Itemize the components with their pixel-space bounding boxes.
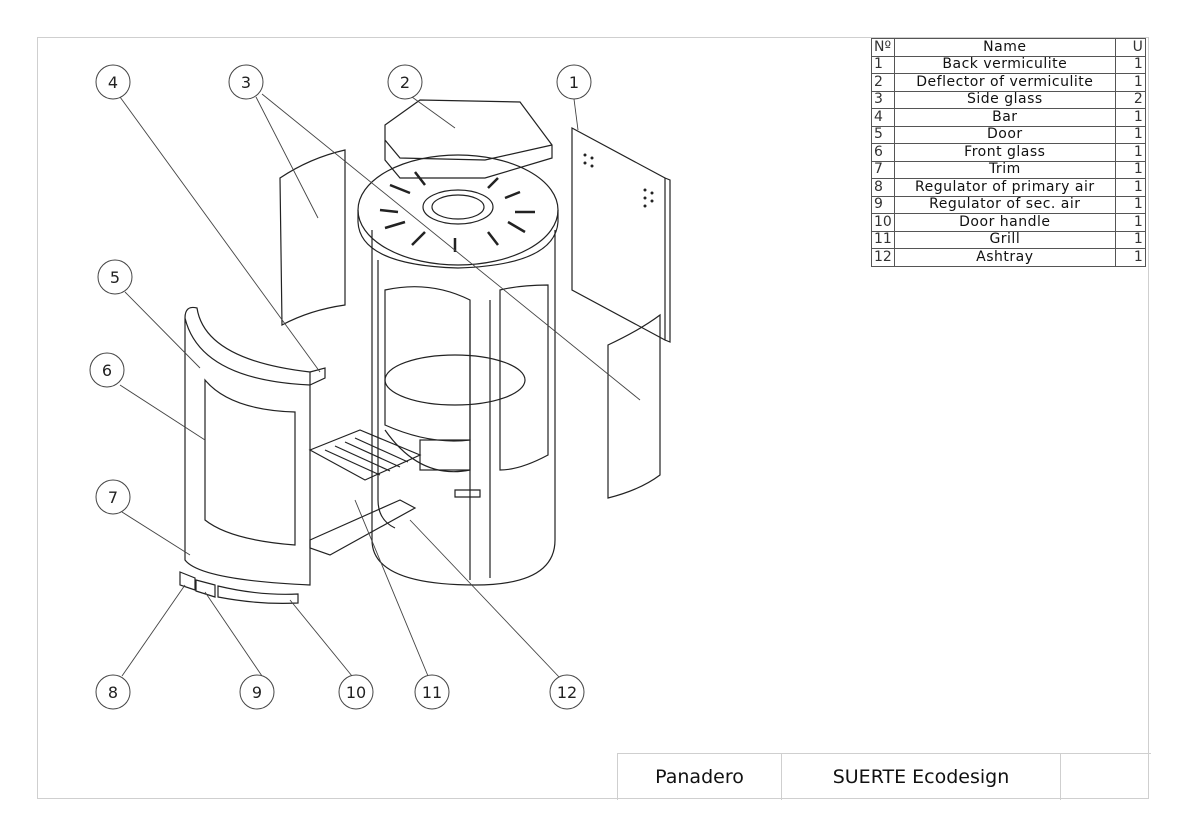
side-glass-left <box>279 149 346 326</box>
item-number: 1 <box>871 55 895 74</box>
item-units: 1 <box>1114 55 1146 74</box>
item-units: 1 <box>1114 108 1146 127</box>
item-number: 5 <box>871 125 895 144</box>
grill-ashtray <box>308 429 422 556</box>
title-block: Panadero SUERTE Ecodesign <box>617 753 1151 800</box>
svg-text:1: 1 <box>569 73 579 92</box>
item-name: Front glass <box>893 143 1116 162</box>
item-name: Door handle <box>893 213 1116 232</box>
drawing-sheet <box>37 37 1149 799</box>
svg-text:4: 4 <box>108 73 118 92</box>
balloon-9: 9 <box>239 674 275 710</box>
svg-text:3: 3 <box>241 73 251 92</box>
item-number: 7 <box>871 160 895 179</box>
item-number: 2 <box>871 73 895 92</box>
balloon-7: 7 <box>95 479 131 515</box>
side-glass-right <box>607 313 661 499</box>
balloon-2: 2 <box>387 64 423 100</box>
balloon-1: 1 <box>556 64 592 100</box>
svg-text:6: 6 <box>102 361 112 380</box>
item-number: 8 <box>871 178 895 197</box>
svg-text:7: 7 <box>108 488 118 507</box>
item-name: Regulator of sec. air <box>893 195 1116 214</box>
header-name: Name <box>893 38 1116 57</box>
header-units: U <box>1114 38 1146 57</box>
deflector-part <box>384 99 553 179</box>
balloon-12: 12 <box>549 674 585 710</box>
item-number: 9 <box>871 195 895 214</box>
stove-body <box>371 230 556 586</box>
item-name: Back vermiculite <box>893 55 1116 74</box>
item-name: Regulator of primary air <box>893 178 1116 197</box>
item-units: 1 <box>1114 125 1146 144</box>
item-number: 10 <box>871 213 895 232</box>
item-name: Trim <box>893 160 1116 179</box>
item-name: Deflector of vermiculite <box>893 73 1116 92</box>
back-vermiculite-part <box>571 126 671 343</box>
svg-text:11: 11 <box>422 683 442 702</box>
item-units: 1 <box>1114 143 1146 162</box>
item-number: 3 <box>871 90 895 109</box>
item-name: Door <box>893 125 1116 144</box>
svg-text:10: 10 <box>346 683 366 702</box>
balloon-5: 5 <box>97 259 133 295</box>
item-name: Side glass <box>893 90 1116 109</box>
item-units: 1 <box>1114 178 1146 197</box>
item-balloons: 1 2 3 4 5 6 7 8 9 10 11 12 <box>89 64 592 710</box>
item-name: Ashtray <box>893 248 1116 267</box>
balloon-6: 6 <box>89 352 125 388</box>
item-units: 2 <box>1114 90 1146 109</box>
title-extra-cell <box>1060 754 1151 800</box>
item-units: 1 <box>1114 73 1146 92</box>
svg-text:2: 2 <box>400 73 410 92</box>
item-name: Grill <box>893 230 1116 249</box>
balloon-3: 3 <box>228 64 264 100</box>
item-units: 1 <box>1114 160 1146 179</box>
item-units: 1 <box>1114 248 1146 267</box>
balloon-11: 11 <box>414 674 450 710</box>
balloon-10: 10 <box>338 674 374 710</box>
item-number: 11 <box>871 230 895 249</box>
svg-text:9: 9 <box>252 683 262 702</box>
balloon-8: 8 <box>95 674 131 710</box>
handle-regulators <box>179 571 299 604</box>
title-brand: Panadero <box>617 754 781 800</box>
leader-lines <box>119 93 641 679</box>
svg-text:8: 8 <box>108 683 118 702</box>
item-number: 12 <box>871 248 895 267</box>
header-no: Nº <box>871 38 895 57</box>
item-number: 4 <box>871 108 895 127</box>
item-number: 6 <box>871 143 895 162</box>
item-units: 1 <box>1114 195 1146 214</box>
bar-part <box>309 367 326 386</box>
svg-text:5: 5 <box>110 268 120 287</box>
item-name: Bar <box>893 108 1116 127</box>
table-header-row: Nº Name U <box>871 38 1146 57</box>
title-model: SUERTE Ecodesign <box>781 754 1060 800</box>
item-units: 1 <box>1114 213 1146 232</box>
stove-top <box>357 154 559 269</box>
item-units: 1 <box>1114 230 1146 249</box>
svg-text:12: 12 <box>557 683 577 702</box>
door-part <box>184 306 326 586</box>
balloon-4: 4 <box>95 64 131 100</box>
